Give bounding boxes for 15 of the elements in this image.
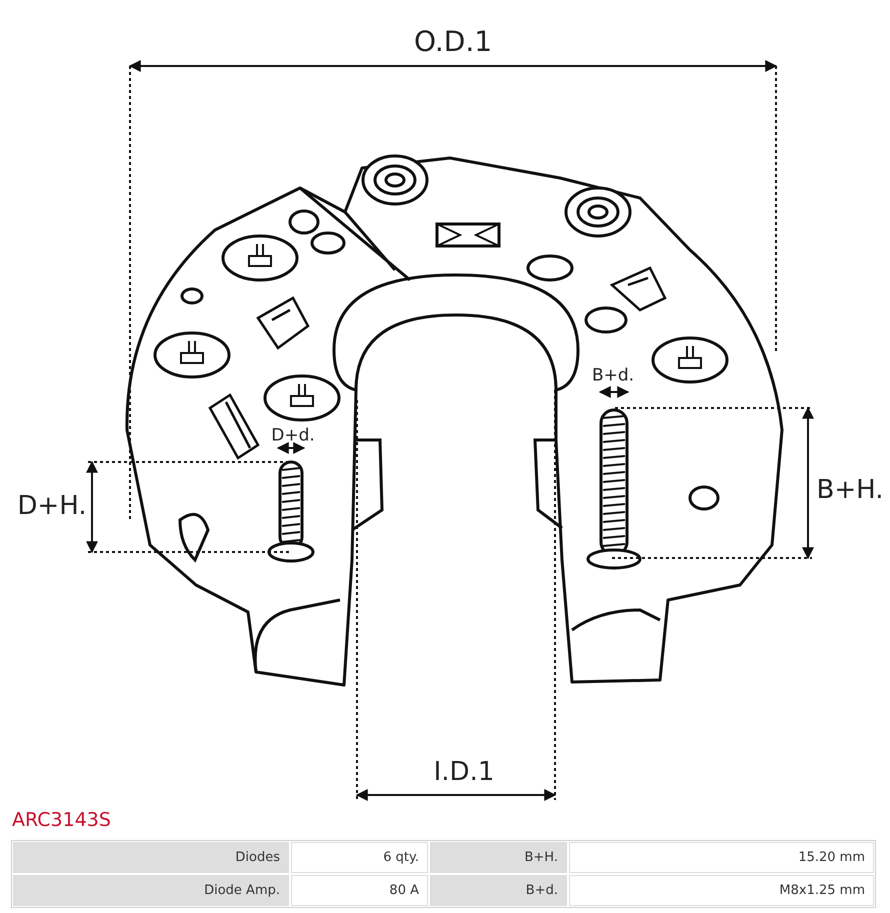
spec-value-cell: 6 qty. (291, 842, 428, 873)
dimension-label: D+d. (271, 428, 315, 444)
part-number-heading: ARC3143S (12, 811, 111, 830)
spec-name-cell: B+H. (430, 842, 567, 873)
spec-name-cell: Diodes (13, 842, 289, 873)
dimension-label: D+H. (17, 493, 87, 519)
spec-value-cell: M8x1.25 mm (569, 875, 874, 906)
dimension-label: B+d. (592, 368, 634, 384)
spec-value-cell: 15.20 mm (569, 842, 874, 873)
dimension-label: I.D.1 (434, 759, 494, 785)
dimension-label: O.D.1 (414, 28, 492, 56)
spec-name-cell: B+d. (430, 875, 567, 906)
dimension-label: B+H. (816, 477, 884, 503)
spec-value-cell: 80 A (291, 875, 428, 906)
spec-name-cell: Diode Amp. (13, 875, 289, 906)
